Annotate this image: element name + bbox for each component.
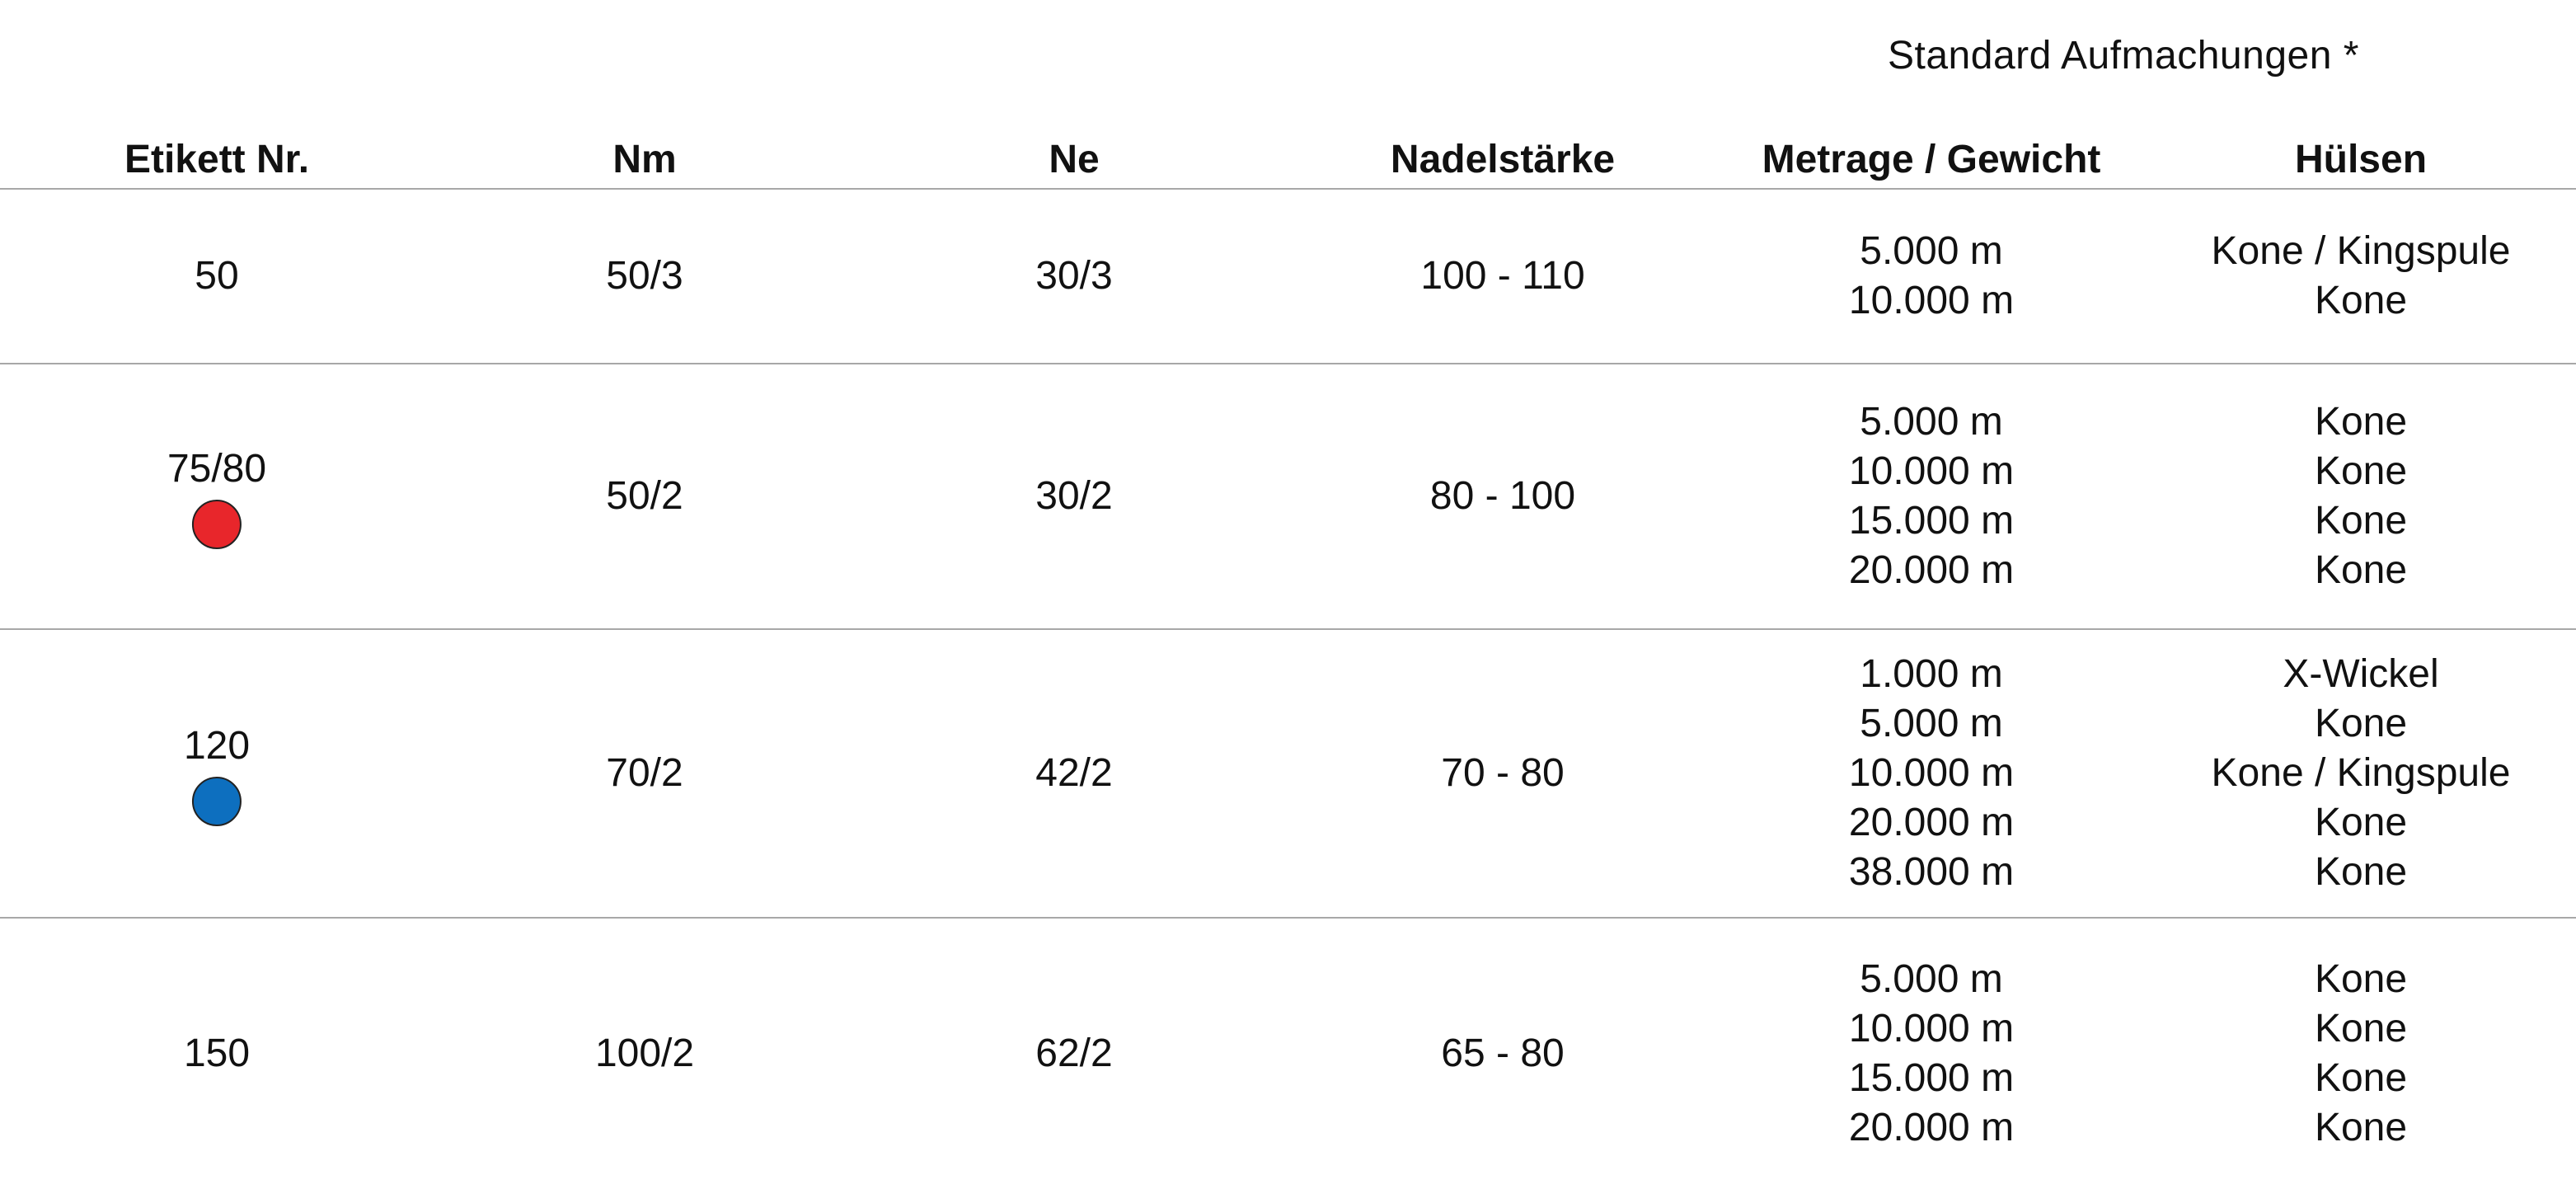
huelsen-value: Kone [2314, 400, 2408, 444]
etikett-value: 50 [195, 254, 239, 298]
metrage-value: 10.000 m [1848, 279, 2015, 322]
table-row: 120 70/2 42/2 70 - 80 1.000 m 5.000 m 10… [0, 630, 2576, 917]
row-divider [0, 628, 2576, 630]
nm-value: 100/2 [594, 1032, 695, 1075]
etikett-cell: 150 [184, 919, 250, 1189]
nm-cell: 70/2 [606, 630, 683, 917]
etikett-cell: 75/80 [167, 364, 266, 628]
standard-packaging-caption: Standard Aufmachungen * [1888, 34, 2359, 78]
header-nadelstaerke: Nadelstärke [1390, 138, 1616, 181]
huelsen-value: X-Wickel [2283, 652, 2439, 696]
ne-cell: 30/3 [1035, 190, 1112, 363]
metrage-value: 10.000 m [1848, 751, 2015, 795]
metrage-value: 10.000 m [1848, 449, 2015, 493]
etikett-cell: 120 [184, 630, 250, 917]
huelsen-value: Kone [2314, 279, 2408, 322]
huelsen-value: Kone [2314, 1056, 2408, 1100]
huelsen-cell: Kone / Kingspule Kone [2212, 190, 2511, 363]
nm-value: 50/2 [606, 474, 683, 518]
nadel-cell: 70 - 80 [1441, 630, 1564, 917]
row-divider [0, 363, 2576, 364]
header-metrage: Metrage / Gewicht [1762, 138, 2101, 181]
ne-cell: 42/2 [1035, 630, 1112, 917]
table-row: 150 100/2 62/2 65 - 80 5.000 m 10.000 m … [0, 919, 2576, 1189]
nm-value: 70/2 [606, 751, 683, 795]
nadel-value: 80 - 100 [1429, 474, 1576, 518]
huelsen-cell: Kone Kone Kone Kone [2315, 364, 2407, 628]
metrage-value: 1.000 m [1860, 652, 2003, 696]
blue-color-dot-icon [192, 777, 242, 826]
metrage-value: 5.000 m [1860, 229, 2003, 273]
header-huelsen: Hülsen [2294, 138, 2428, 181]
etikett-value: 150 [183, 1032, 251, 1075]
metrage-value: 38.000 m [1848, 850, 2015, 894]
nadel-cell: 100 - 110 [1420, 190, 1584, 363]
metrage-value: 15.000 m [1848, 1056, 2015, 1100]
huelsen-value: Kone [2314, 957, 2408, 1001]
ne-cell: 62/2 [1035, 919, 1112, 1189]
nm-cell: 100/2 [595, 919, 694, 1189]
metrage-cell: 5.000 m 10.000 m 15.000 m 20.000 m [1849, 919, 2014, 1189]
huelsen-value: Kone [2314, 702, 2408, 745]
huelsen-value: Kone [2314, 1106, 2408, 1149]
metrage-value: 10.000 m [1848, 1007, 2015, 1050]
huelsen-value: Kone [2314, 449, 2408, 493]
table-row: 50 50/3 30/3 100 - 110 5.000 m 10.000 m … [0, 190, 2576, 363]
huelsen-value: Kone [2314, 801, 2408, 844]
red-color-dot-icon [192, 500, 242, 549]
header-etikett: Etikett Nr. [124, 138, 310, 181]
ne-value: 30/3 [1035, 254, 1113, 298]
nm-value: 50/3 [606, 254, 683, 298]
nadel-cell: 65 - 80 [1441, 919, 1564, 1189]
metrage-value: 20.000 m [1848, 548, 2015, 592]
huelsen-cell: X-Wickel Kone Kone / Kingspule Kone Kone [2212, 630, 2511, 917]
huelsen-value: Kone [2314, 1007, 2408, 1050]
huelsen-value: Kone / Kingspule [2211, 229, 2511, 273]
nadel-cell: 80 - 100 [1430, 364, 1575, 628]
metrage-value: 5.000 m [1860, 957, 2003, 1001]
ne-value: 42/2 [1035, 751, 1113, 795]
metrage-value: 5.000 m [1860, 702, 2003, 745]
ne-value: 30/2 [1035, 474, 1113, 518]
metrage-value: 15.000 m [1848, 499, 2015, 543]
huelsen-cell: Kone Kone Kone Kone [2315, 919, 2407, 1189]
metrage-value: 20.000 m [1848, 1106, 2015, 1149]
ne-value: 62/2 [1035, 1032, 1113, 1075]
metrage-cell: 5.000 m 10.000 m [1849, 190, 2014, 363]
huelsen-value: Kone [2314, 850, 2408, 894]
etikett-cell: 50 [195, 190, 238, 363]
metrage-cell: 1.000 m 5.000 m 10.000 m 20.000 m 38.000… [1849, 630, 2014, 917]
nadel-value: 100 - 110 [1420, 254, 1585, 298]
table-header: Etikett Nr. Nm Ne Nadelstärke Metrage / … [0, 134, 2576, 186]
metrage-value: 20.000 m [1848, 801, 2015, 844]
huelsen-value: Kone / Kingspule [2211, 751, 2511, 795]
huelsen-value: Kone [2314, 548, 2408, 592]
header-ne: Ne [1049, 138, 1100, 181]
header-nm: Nm [612, 138, 677, 181]
nadel-value: 70 - 80 [1441, 751, 1565, 795]
nadel-value: 65 - 80 [1441, 1032, 1565, 1075]
table-row: 75/80 50/2 30/2 80 - 100 5.000 m 10.000 … [0, 364, 2576, 628]
metrage-value: 5.000 m [1860, 400, 2003, 444]
row-divider [0, 917, 2576, 919]
ne-cell: 30/2 [1035, 364, 1112, 628]
nm-cell: 50/2 [606, 364, 683, 628]
nm-cell: 50/3 [606, 190, 683, 363]
metrage-cell: 5.000 m 10.000 m 15.000 m 20.000 m [1849, 364, 2014, 628]
huelsen-value: Kone [2314, 499, 2408, 543]
header-divider [0, 188, 2576, 190]
etikett-value: 75/80 [167, 447, 267, 491]
etikett-value: 120 [183, 724, 251, 768]
